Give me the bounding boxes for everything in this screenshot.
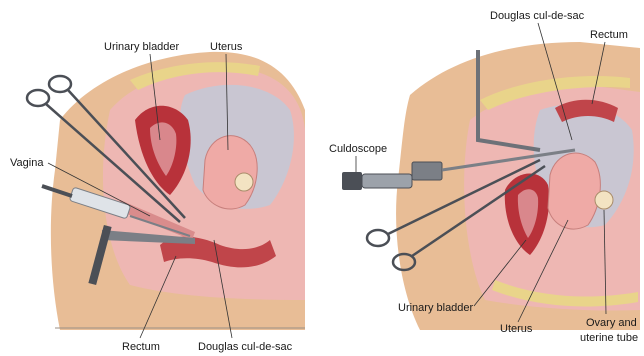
left-label-douglas: Douglas cul-de-sac (198, 341, 293, 353)
right-label-ovary-line2: uterine tube (580, 332, 638, 344)
right-label-rectum: Rectum (590, 29, 628, 41)
right-uterus (548, 153, 600, 229)
left-label-uterus: Uterus (210, 41, 243, 53)
right-label-urinary-bladder: Urinary bladder (398, 302, 474, 314)
left-figure (27, 52, 305, 330)
right-label-douglas: Douglas cul-de-sac (490, 10, 585, 22)
left-label-urinary-bladder: Urinary bladder (104, 41, 180, 53)
left-label-vagina: Vagina (10, 157, 44, 169)
right-label-uterus: Uterus (500, 323, 533, 335)
right-label-culdoscope: Culdoscope (329, 143, 387, 155)
left-label-rectum: Rectum (122, 341, 160, 353)
left-uterus (203, 136, 257, 209)
right-figure (342, 42, 640, 330)
right-label-ovary-line1: Ovary and (586, 317, 637, 329)
left-ovary (235, 173, 253, 191)
right-ovary (595, 191, 613, 209)
